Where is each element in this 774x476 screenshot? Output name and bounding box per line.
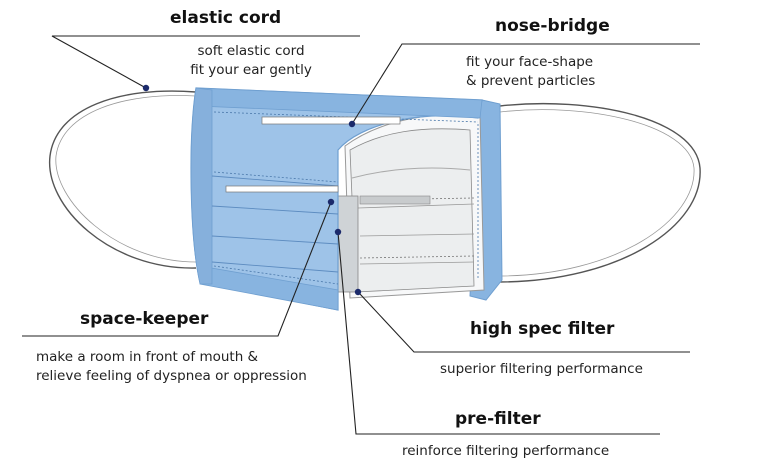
space-keeper-desc-line-1: make a room in front of mouth &	[36, 349, 259, 365]
elastic-cord-desc-line-1: soft elastic cord	[197, 43, 305, 59]
nose-wire-inner	[359, 195, 431, 205]
pre-filter-layer	[351, 167, 471, 179]
elastic-cord-title: elastic cord	[170, 8, 282, 28]
space-keeper-leader	[22, 201, 332, 337]
space-keeper-dot	[327, 198, 335, 206]
pre-filter-leader	[337, 231, 660, 435]
right-ear-loop	[497, 103, 701, 283]
mask-body	[190, 87, 503, 311]
high-spec-filter-leader	[359, 293, 690, 353]
space-keeper-strip	[337, 195, 359, 293]
pre-filter-desc-line-1: reinforce filtering performance	[402, 443, 610, 459]
leader-lines	[22, 35, 700, 435]
nose-bridge-desc-line-1: fit your face-shape	[466, 54, 594, 70]
inner-pleat-lines	[357, 203, 475, 265]
nose-bridge-desc-line-2: & prevent particles	[466, 73, 596, 89]
nose-bridge-leader	[351, 43, 700, 125]
pre-filter-dot	[334, 228, 342, 236]
left-ear-loop	[49, 90, 197, 269]
elastic-cord-dot	[142, 84, 150, 92]
high-spec-filter-desc-line-1: superior filtering performance	[440, 361, 643, 377]
high-spec-filter-title: high spec filter	[470, 319, 615, 339]
nose-bridge-dot	[348, 120, 356, 128]
ear-loops	[49, 90, 701, 283]
space-keeper-title: space-keeper	[80, 309, 209, 329]
high-spec-filter-desc: superior filtering performance	[440, 360, 643, 379]
elastic-cord-desc-line-2: fit your ear gently	[190, 62, 312, 78]
nose-bridge-desc: fit your face-shape & prevent particles	[466, 53, 595, 91]
pre-filter-title: pre-filter	[455, 409, 541, 429]
nose-wire-lower	[225, 185, 339, 193]
leader-dots	[142, 84, 362, 296]
left-ear-loop-inner	[55, 95, 197, 263]
elastic-cord-desc: soft elastic cord fit your ear gently	[176, 42, 326, 80]
space-keeper-desc-line-2: relieve feeling of dyspnea or oppression	[36, 368, 307, 384]
mask-left-band	[190, 87, 213, 285]
high-spec-filter-layer	[349, 128, 475, 293]
nose-wire	[261, 116, 401, 125]
high-spec-filter-dot	[354, 288, 362, 296]
space-keeper-desc: make a room in front of mouth & relieve …	[36, 348, 307, 386]
elastic-cord-leader	[51, 35, 360, 89]
outer-pleat-lines	[211, 175, 339, 273]
pre-filter-desc: reinforce filtering performance	[402, 442, 609, 461]
nose-bridge-title: nose-bridge	[495, 16, 610, 36]
right-ear-loop-inner	[497, 109, 695, 277]
